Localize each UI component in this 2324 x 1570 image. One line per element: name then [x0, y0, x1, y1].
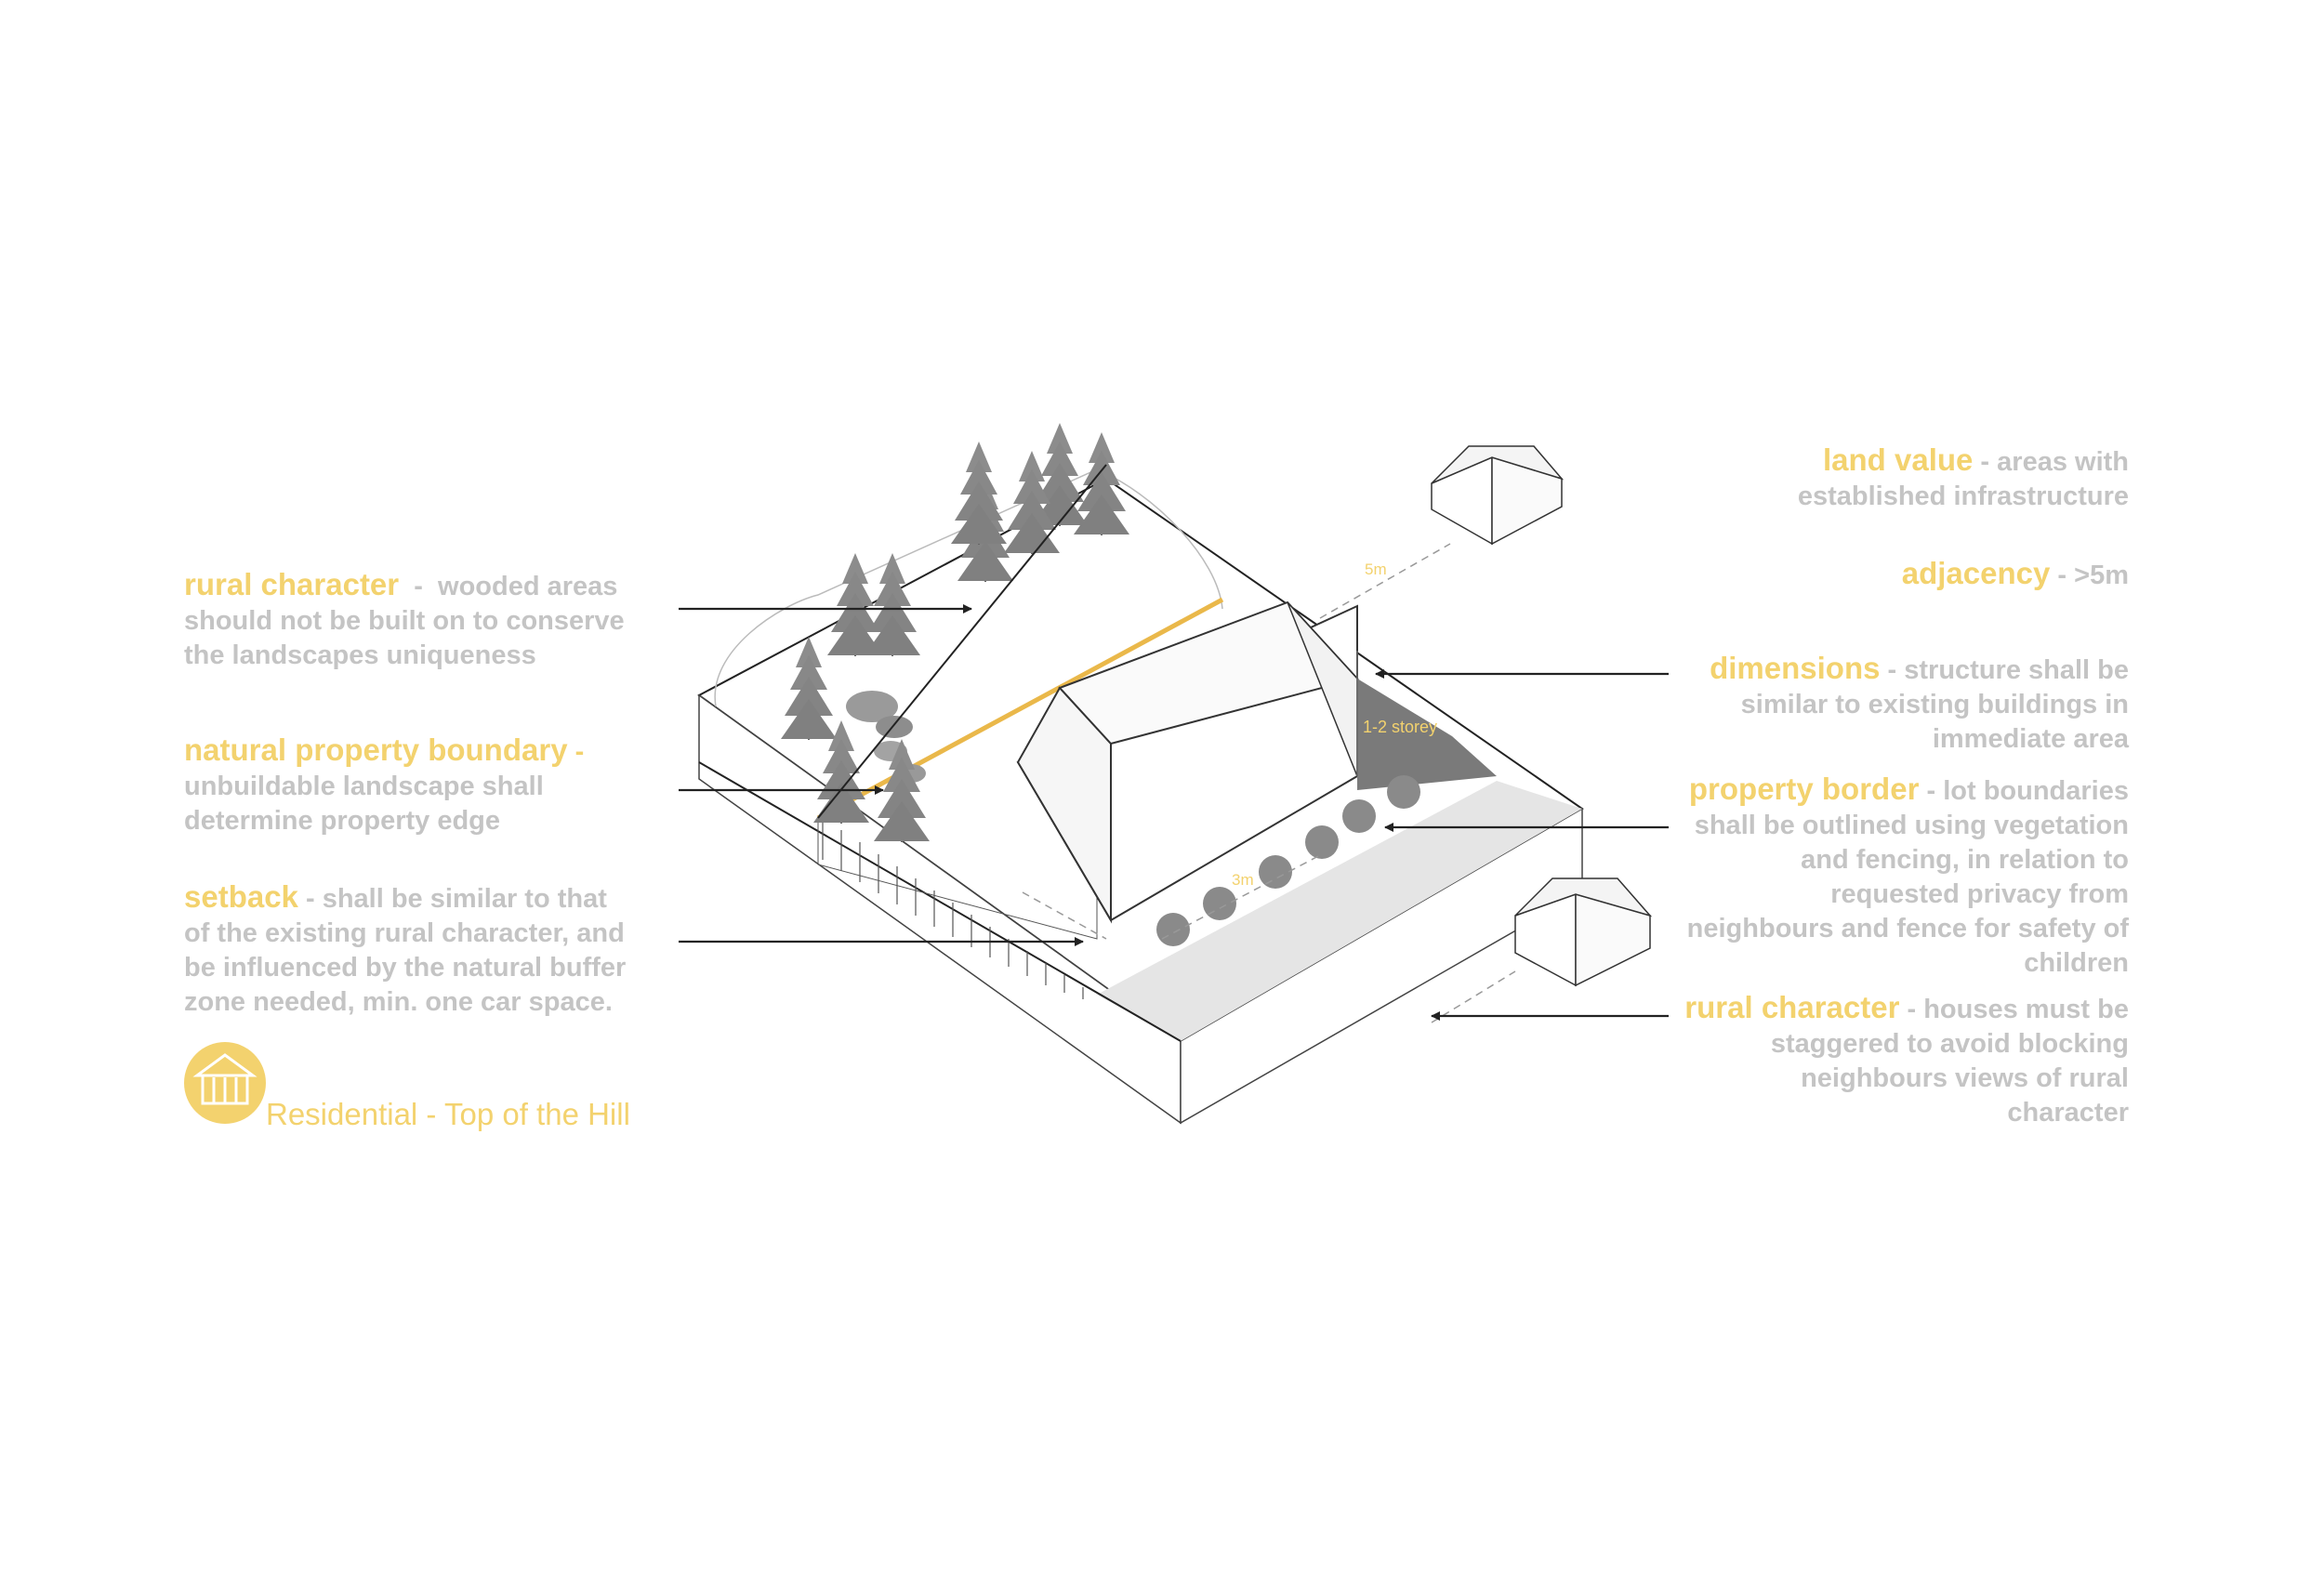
adjacency-dim-label: 5m	[1365, 561, 1387, 578]
annotation-keyword: property border	[1688, 772, 1920, 806]
annotation-keyword: adjacency	[1901, 556, 2051, 590]
dimension-lines	[1022, 543, 1516, 1023]
storey-height-face	[1357, 679, 1497, 790]
annotation-adjacency: adjacency - >5m	[1901, 556, 2129, 590]
annotation-keyword: land value	[1822, 442, 1974, 477]
wooded-berm	[714, 422, 1224, 999]
neighbor-house-bottom	[1514, 877, 1653, 987]
annotation-keyword: setback	[184, 879, 298, 914]
annotation-property-border: property border - lot boundaries shall b…	[1686, 772, 2129, 978]
setback-dim-label: 3m	[1232, 871, 1254, 889]
annotation-keyword: rural character	[184, 567, 400, 601]
natural-boundary-line	[816, 597, 1224, 821]
annotation-rural-character-left: rural character - wooded areas should no…	[184, 567, 625, 670]
main-house: 1-2 storey	[1016, 600, 1497, 924]
legend-house-icon	[184, 1042, 266, 1124]
annotation-dimensions: dimensions - structure shall be similar …	[1710, 651, 2129, 754]
road-surface	[1097, 781, 1582, 1041]
leader-arrows	[679, 604, 1669, 1021]
annotation-land-value: land value - areas with established infr…	[1797, 442, 2129, 511]
annotation-keyword: dimensions	[1710, 651, 1881, 685]
annotation-keyword: natural property boundary	[184, 732, 568, 767]
annotation-keyword: rural character	[1684, 990, 1900, 1024]
fence	[822, 818, 1084, 999]
annotation-rural-character-right: rural character - houses must be stagger…	[1684, 990, 2129, 1128]
annotation-setback: setback - shall be similar to that of th…	[184, 879, 627, 1017]
neighbor-house-top	[1431, 445, 1565, 546]
annotation-natural-property-boundary: natural property boundary - unbuildable …	[184, 732, 585, 836]
legend-label: Residential - Top of the Hill	[266, 1097, 630, 1131]
storey-label: 1-2 storey	[1363, 718, 1437, 736]
